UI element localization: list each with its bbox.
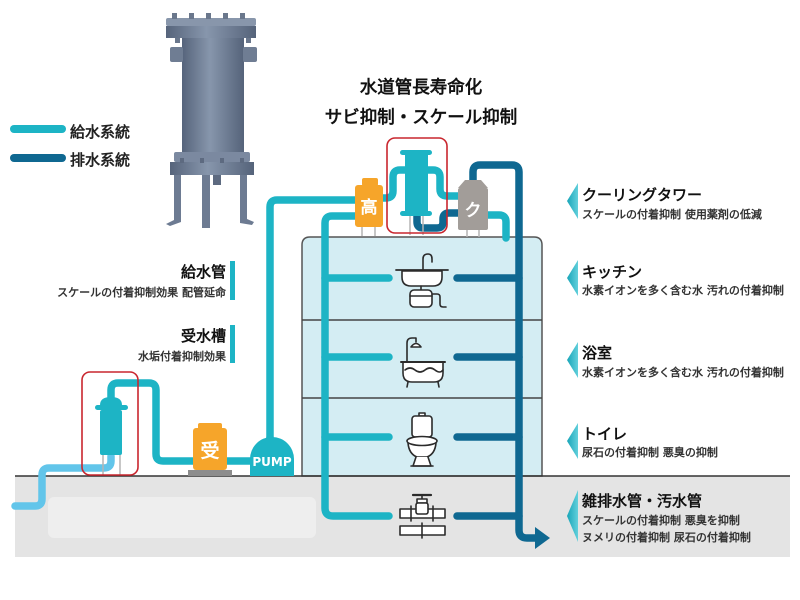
legend-drain-label: 排水系統: [70, 151, 130, 169]
label-title: 給水管: [181, 263, 226, 281]
highlight-box-main-filter: [386, 137, 448, 234]
legend-supply-swatch: [10, 125, 66, 133]
label-sub: スケールの付着抑制効果 配管延命: [57, 285, 227, 299]
label-sewer-pipes: 雑排水管・汚水管 スケールの付着抑制 悪臭を抑制 ヌメリの付着抑制 尿石の付着抑…: [567, 490, 751, 544]
cooling-tower-label: ク: [465, 201, 482, 221]
triangle-marker-icon: [567, 260, 578, 296]
receiving-tank: 受: [188, 423, 232, 476]
legend-supply-label: 給水系統: [70, 123, 130, 141]
label-toilet: トイレ 尿石の付着抑制 悪臭の抑制: [567, 423, 718, 459]
filter-unit-photo: [166, 13, 257, 228]
label-sub: 水素イオンを多く含む水 汚れの付着抑制: [582, 365, 784, 379]
building: [301, 236, 543, 477]
drain-main-pipe: [469, 161, 541, 542]
label-bar: [230, 261, 235, 300]
pump: PUMP: [250, 430, 294, 476]
valve-pipe-icon: [399, 493, 446, 539]
elevated-tank-label: 高: [361, 197, 378, 218]
label-title: 浴室: [582, 344, 612, 362]
elevated-tank: 高: [355, 178, 383, 236]
label-sub: 尿石の付着抑制 悪臭の抑制: [582, 445, 718, 459]
label-sub: 水垢付着抑制効果: [138, 349, 226, 363]
supply-riser-pipe: [266, 196, 360, 444]
label-title: 受水槽: [181, 327, 226, 345]
highlight-box-inlet-filter: [81, 371, 139, 476]
inlet-filter: [95, 397, 128, 475]
label-sub: スケールの付着抑制 悪臭を抑制: [582, 513, 740, 527]
toilet-icon: [406, 412, 438, 467]
title-line-1: 水道管長寿命化: [360, 77, 483, 98]
supply-pipe-cooling-to-building: [484, 211, 510, 242]
label-title: キッチン: [582, 263, 642, 281]
label-bath: 浴室 水素イオンを多く含む水 汚れの付着抑制: [567, 342, 784, 379]
label-supply-pipe: 給水管 スケールの付着抑制効果 配管延命: [57, 261, 235, 300]
label-bar: [230, 325, 235, 363]
label-sub: スケールの付着抑制 使用薬剤の低減: [582, 207, 762, 221]
kitchen-sink-icon: [395, 253, 449, 308]
supply-pipe-elevated-to-filter: [379, 166, 410, 202]
label-title: 雑排水管・汚水管: [581, 492, 702, 510]
legend-drain-swatch: [10, 154, 66, 162]
cooling-tower-tank: ク: [458, 180, 488, 237]
label-kitchen: キッチン 水素イオンを多く含む水 汚れの付着抑制: [567, 260, 784, 297]
inlet-pipe: [11, 452, 115, 510]
label-receiving-tank: 受水槽 水垢付着抑制効果: [138, 325, 235, 363]
building-supply-pipe: [321, 212, 393, 520]
receiving-tank-label: 受: [200, 439, 219, 462]
label-title: クーリングタワー: [582, 186, 702, 204]
label-sub: ヌメリの付着抑制 尿石の付着抑制: [582, 530, 751, 544]
title-line-2: サビ抑制・スケール抑制: [325, 107, 518, 128]
arrow-right-icon: [535, 527, 550, 549]
label-sub: 水素イオンを多く含む水 汚れの付着抑制: [582, 283, 784, 297]
triangle-marker-icon: [567, 342, 578, 378]
main-filter: [400, 150, 432, 235]
bathtub-icon: [400, 337, 446, 388]
triangle-marker-icon: [567, 423, 578, 459]
drain-pipe-under-filter: [413, 209, 462, 232]
triangle-marker-icon: [567, 490, 578, 542]
label-title: トイレ: [582, 425, 627, 443]
supply-pipe-filter-to-tank: [107, 379, 198, 465]
label-cooling-tower: クーリングタワー スケールの付着抑制 使用薬剤の低減: [567, 183, 762, 221]
triangle-marker-icon: [567, 183, 578, 219]
pump-label: PUMP: [252, 455, 291, 469]
legend: 給水系統 排水系統: [10, 123, 130, 169]
supply-pipe-filter-to-cooling: [424, 166, 462, 200]
underground-panel: [48, 497, 316, 538]
